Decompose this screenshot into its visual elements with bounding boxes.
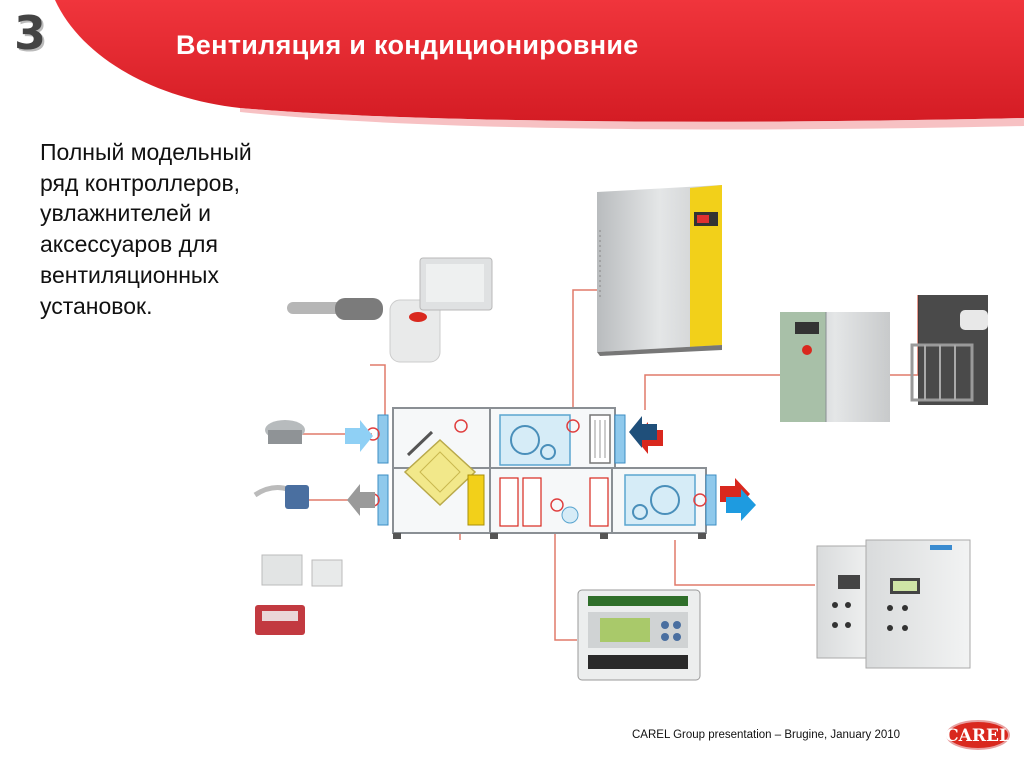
room-sensor-icon [419, 257, 493, 311]
title-banner [55, 0, 1024, 130]
slide-title: Вентиляция и кондиционировние [176, 30, 639, 60]
slide-number: 3 [14, 6, 47, 60]
humidifier-cabinet-icon [597, 185, 722, 356]
din-rail-controller-icon [577, 589, 701, 681]
pressure-switch-icon [265, 420, 305, 444]
steam-humidifier-cabinet-icon [780, 295, 988, 422]
footer-text: CAREL Group presentation – Brugine, Janu… [632, 729, 901, 741]
body-text: Полный модельный ряд контроллеров, увлаж… [40, 139, 252, 319]
svg-text:CAREL: CAREL [945, 726, 1011, 746]
duct-sensor-icon [287, 298, 441, 363]
electrical-panel-icon [816, 539, 971, 669]
actuator-icon [253, 485, 309, 509]
ahu-diagram-icon [366, 407, 717, 539]
junction-box-icon [255, 554, 343, 635]
carel-logo: CAREL [945, 720, 1011, 750]
hvac-illustration [253, 185, 988, 681]
airflow-arrows [345, 416, 756, 521]
